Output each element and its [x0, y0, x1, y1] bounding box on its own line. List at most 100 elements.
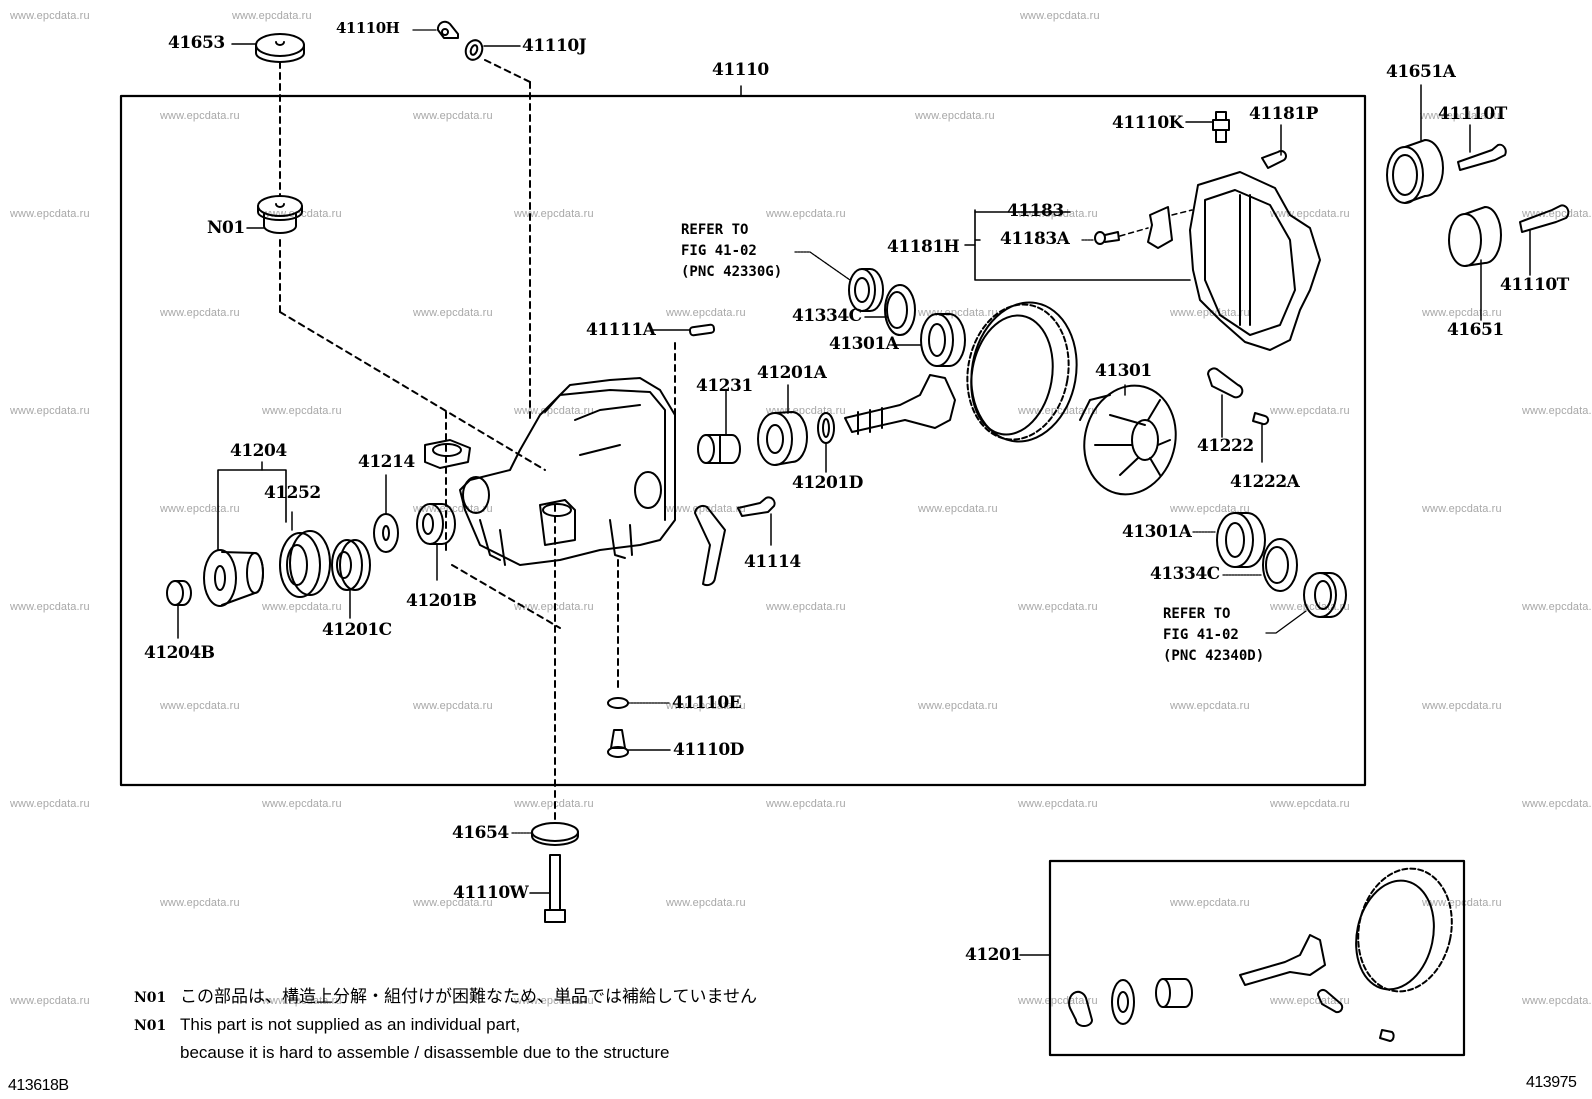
part-41222-clip: [1207, 367, 1244, 399]
watermark: www.epcdata.ru: [1522, 995, 1592, 1007]
label-41204B[interactable]: 41204B: [144, 643, 215, 663]
watermark: www.epcdata.ru: [1170, 897, 1250, 909]
label-41183A[interactable]: 41183A: [1000, 229, 1070, 249]
watermark: www.epcdata.ru: [262, 798, 342, 810]
part-41110H-plug: [436, 20, 459, 39]
watermark: www.epcdata.ru: [514, 208, 594, 220]
watermark: www.epcdata.ru: [514, 995, 594, 1007]
watermark: www.epcdata.ru: [10, 10, 90, 22]
label-41201[interactable]: 41201: [965, 945, 1022, 965]
label-41110W[interactable]: 41110W: [453, 883, 529, 903]
label-41222[interactable]: 41222: [1197, 436, 1254, 456]
watermark: www.epcdata.ru: [666, 307, 746, 319]
watermark: www.epcdata.ru: [1522, 405, 1592, 417]
label-41654[interactable]: 41654: [452, 823, 509, 843]
label-41183[interactable]: 41183: [1007, 201, 1064, 221]
part-41654-cushion: [531, 822, 579, 846]
watermark: www.epcdata.ru: [1170, 307, 1250, 319]
label-41111A[interactable]: 41111A: [586, 320, 656, 340]
label-41110K[interactable]: 41110K: [1112, 113, 1183, 133]
part-differential-cover: [1189, 171, 1321, 351]
label-41110D[interactable]: 41110D: [673, 740, 744, 760]
label-41201B[interactable]: 41201B: [406, 591, 477, 611]
label-41110H[interactable]: 41110H: [336, 19, 400, 37]
part-drive-pinion: [844, 374, 956, 435]
part-41111A-pin: [688, 323, 716, 337]
label-41214[interactable]: 41214: [358, 452, 415, 472]
label-41201A[interactable]: 41201A: [757, 363, 827, 383]
watermark: www.epcdata.ru: [232, 10, 312, 22]
watermark: www.epcdata.ru: [10, 798, 90, 810]
watermark: www.epcdata.ru: [1018, 995, 1098, 1007]
label-41204[interactable]: 41204: [230, 441, 287, 461]
part-rear-oil-seal: [1303, 572, 1347, 618]
reference-note-front-seal[interactable]: REFER TO FIG 41-02 (PNC 42330G): [681, 222, 783, 280]
part-41204B-nut: [166, 580, 192, 606]
watermark: www.epcdata.ru: [514, 405, 594, 417]
watermark: www.epcdata.ru: [1422, 897, 1502, 909]
watermark: www.epcdata.ru: [1020, 10, 1100, 22]
label-41110T-upper[interactable]: 41110T: [1438, 104, 1507, 124]
label-41334C-rear[interactable]: 41334C: [1150, 564, 1220, 584]
part-41334C-shim-rear: [1262, 538, 1298, 592]
watermark: www.epcdata.ru: [10, 405, 90, 417]
label-41114[interactable]: 41114: [744, 552, 801, 572]
watermark: www.epcdata.ru: [1420, 110, 1500, 122]
reference-note-rear-seal[interactable]: REFER TO FIG 41-02 (PNC 42340D): [1163, 606, 1265, 664]
part-41301A-bearing-rear: [1216, 512, 1266, 568]
watermark: www.epcdata.ru: [918, 700, 998, 712]
label-41181P[interactable]: 41181P: [1249, 104, 1318, 124]
label-N01[interactable]: N01: [207, 218, 245, 238]
label-41301A-rear[interactable]: 41301A: [1122, 522, 1192, 542]
inset-frame-41201: [1048, 859, 1466, 1057]
watermark: www.epcdata.ru: [10, 601, 90, 613]
watermark: www.epcdata.ru: [413, 307, 493, 319]
label-41110E[interactable]: 41110E: [672, 693, 742, 713]
part-41183A-bolt: [1094, 231, 1120, 245]
watermark: www.epcdata.ru: [766, 208, 846, 220]
label-41651[interactable]: 41651: [1447, 320, 1504, 340]
watermark: www.epcdata.ru: [915, 110, 995, 122]
part-differential-carrier-housing: [424, 377, 676, 566]
label-41201C[interactable]: 41201C: [322, 620, 392, 640]
part-41301-differential-case: [1079, 384, 1177, 496]
label-41222A[interactable]: 41222A: [1230, 472, 1300, 492]
label-41201D[interactable]: 41201D: [792, 473, 863, 493]
watermark: www.epcdata.ru: [666, 503, 746, 515]
label-41110J[interactable]: 41110J: [522, 36, 587, 56]
part-N01-bushing: [257, 195, 303, 234]
label-41301[interactable]: 41301: [1095, 361, 1152, 381]
watermark: www.epcdata.ru: [262, 601, 342, 613]
watermark: www.epcdata.ru: [918, 503, 998, 515]
part-41110E-gasket: [607, 697, 629, 709]
part-41201A-bearing: [757, 411, 808, 466]
label-41301A-front[interactable]: 41301A: [829, 334, 899, 354]
part-41651A-insulator: [1386, 139, 1444, 204]
watermark: www.epcdata.ru: [160, 307, 240, 319]
label-41653[interactable]: 41653: [168, 33, 225, 53]
watermark: www.epcdata.ru: [413, 897, 493, 909]
watermark: www.epcdata.ru: [1018, 208, 1098, 220]
label-41110T-lower[interactable]: 41110T: [1500, 275, 1569, 295]
watermark: www.epcdata.ru: [1270, 995, 1350, 1007]
watermark: www.epcdata.ru: [766, 798, 846, 810]
part-41110T-bolt-lower: [1519, 204, 1570, 233]
label-41252[interactable]: 41252: [264, 483, 321, 503]
part-41183-plate: [1147, 206, 1173, 249]
part-front-oil-seal: [848, 268, 884, 312]
label-41651A[interactable]: 41651A: [1386, 62, 1456, 82]
footnote-tag: N01: [134, 1018, 167, 1034]
label-41334C-front[interactable]: 41334C: [792, 306, 862, 326]
label-41231[interactable]: 41231: [696, 376, 753, 396]
part-ring-gear: [966, 301, 1078, 443]
label-41110[interactable]: 41110: [712, 60, 769, 80]
alignment-lines: [279, 59, 676, 821]
watermark: www.epcdata.ru: [10, 208, 90, 220]
watermark: www.epcdata.ru: [160, 110, 240, 122]
label-41181H[interactable]: 41181H: [887, 237, 960, 257]
footnote-english-line2: because it is hard to assemble / disasse…: [180, 1043, 670, 1062]
part-41252-deflector: [279, 530, 331, 598]
part-bearing-cap: [694, 504, 726, 587]
watermark: www.epcdata.ru: [514, 798, 594, 810]
